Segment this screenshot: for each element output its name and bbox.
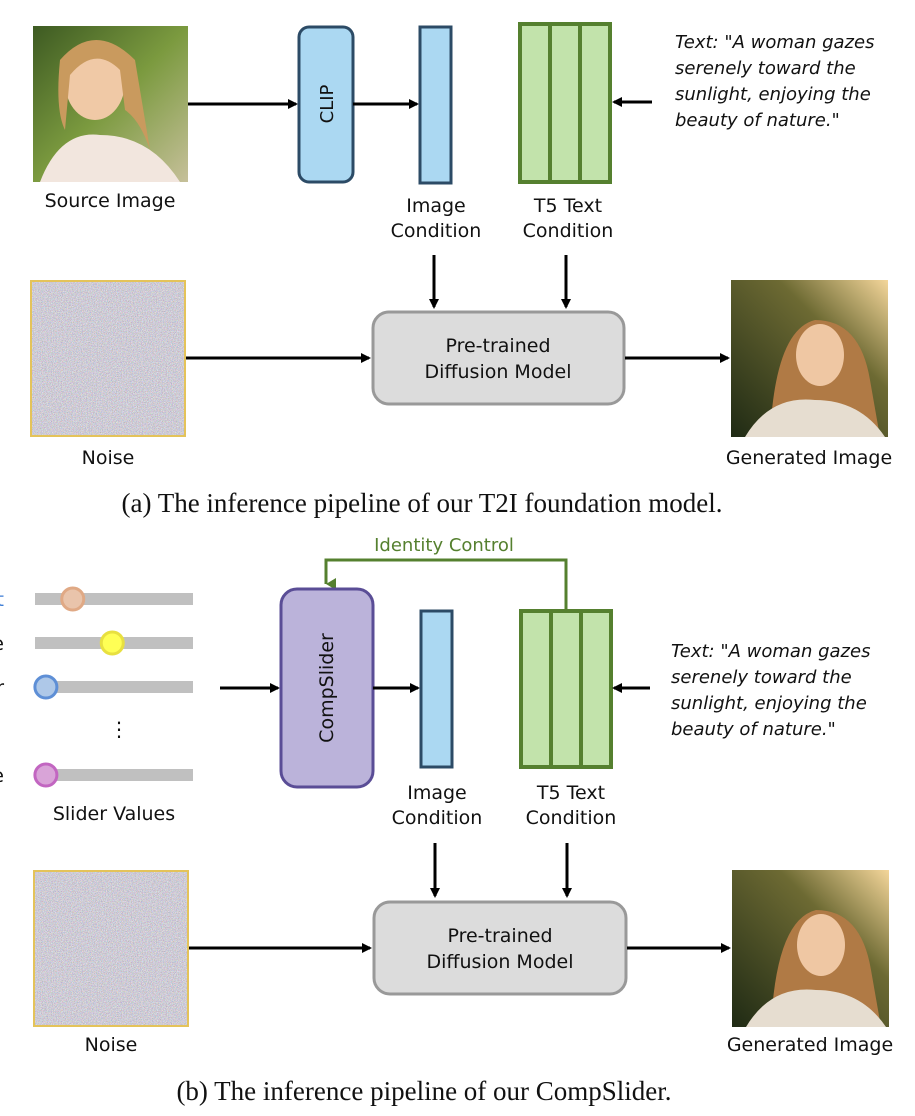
slider-track[interactable]: [35, 681, 193, 693]
caption-a: (a) The inference pipeline of our T2I fo…: [121, 488, 722, 518]
slider-label-fragment: e: [0, 765, 4, 787]
diffusion-label-b-line1: Pre-trained: [447, 925, 552, 947]
diffusion-label-line2: Diffusion Model: [425, 361, 572, 383]
slider-label-fragment: t: [0, 589, 4, 611]
t5-label-line2: Condition: [523, 220, 614, 242]
slider-label-fragment: r: [0, 677, 4, 699]
image-condition-label-line1: Image: [406, 195, 466, 217]
image-condition-bar: [418, 25, 453, 185]
panel-a: Source Image CLIP Image Condition T5 Tex…: [30, 22, 892, 518]
slider-3[interactable]: r: [0, 674, 193, 700]
svg-text:serenely toward the: serenely toward the: [675, 58, 856, 79]
diffusion-label-b-line2: Diffusion Model: [427, 951, 574, 973]
slider-track[interactable]: [35, 593, 193, 605]
source-image: [33, 26, 188, 182]
slider-group: tere: [0, 586, 193, 788]
noise-label: Noise: [82, 447, 135, 469]
image-condition-label-b-line2: Condition: [392, 807, 483, 829]
slider-ellipsis: ⋮: [109, 717, 129, 741]
slider-4[interactable]: e: [0, 762, 193, 788]
clip-label: CLIP: [317, 84, 338, 123]
generated-image-label-b: Generated Image: [727, 1034, 893, 1056]
compslider-label: CompSlider: [316, 633, 338, 743]
t5-text-condition-block: [518, 22, 612, 184]
svg-text:serenely toward the: serenely toward the: [671, 667, 852, 688]
slider-knob[interactable]: [33, 674, 59, 700]
generated-image: [731, 280, 888, 437]
svg-text:beauty of nature.": beauty of nature.": [675, 110, 840, 131]
slider-knob[interactable]: [99, 630, 125, 656]
caption-b: (b) The inference pipeline of our CompSl…: [176, 1076, 671, 1106]
panel-b: Identity Control tere ⋮ Slider Values Co…: [0, 535, 893, 1106]
slider-knob[interactable]: [33, 762, 59, 788]
t5-text-condition-block-b: [519, 609, 613, 769]
text-prompt: Text: "A woman gazes serenely toward the…: [675, 32, 874, 131]
slider-1[interactable]: t: [0, 586, 193, 612]
slider-track[interactable]: [35, 769, 193, 781]
source-image-label: Source Image: [45, 190, 176, 212]
t5-label-b-line1: T5 Text: [536, 782, 605, 804]
noise-image: [30, 280, 186, 437]
slider-values-label: Slider Values: [53, 803, 175, 825]
svg-text:sunlight, enjoying the: sunlight, enjoying the: [671, 693, 867, 714]
t5-label-line1: T5 Text: [533, 195, 602, 217]
slider-label-fragment: e: [0, 633, 4, 655]
identity-control-arrow: [324, 558, 568, 609]
image-condition-bar-b: [419, 609, 454, 769]
noise-label-b: Noise: [85, 1034, 138, 1056]
t5-label-b-line2: Condition: [526, 807, 617, 829]
slider-2[interactable]: e: [0, 630, 193, 656]
slider-knob[interactable]: [60, 586, 86, 612]
identity-control-label: Identity Control: [374, 535, 514, 556]
generated-image-label: Generated Image: [726, 447, 892, 469]
svg-text:sunlight, enjoying the: sunlight, enjoying the: [675, 84, 871, 105]
svg-text:beauty of nature.": beauty of nature.": [671, 719, 836, 740]
noise-image-b: [33, 870, 189, 1027]
text-prompt-b: Text: "A woman gazes serenely toward the…: [671, 641, 870, 740]
image-condition-label-b-line1: Image: [407, 782, 467, 804]
generated-image-b: [732, 870, 889, 1027]
diffusion-model-box-b: [372, 900, 628, 996]
diffusion-model-box: [371, 310, 626, 406]
image-condition-label-line2: Condition: [391, 220, 482, 242]
svg-text:Text: "A woman gazes: Text: "A woman gazes: [671, 641, 870, 662]
svg-text:Text: "A woman gazes: Text: "A woman gazes: [675, 32, 874, 53]
diffusion-label-line1: Pre-trained: [445, 335, 550, 357]
